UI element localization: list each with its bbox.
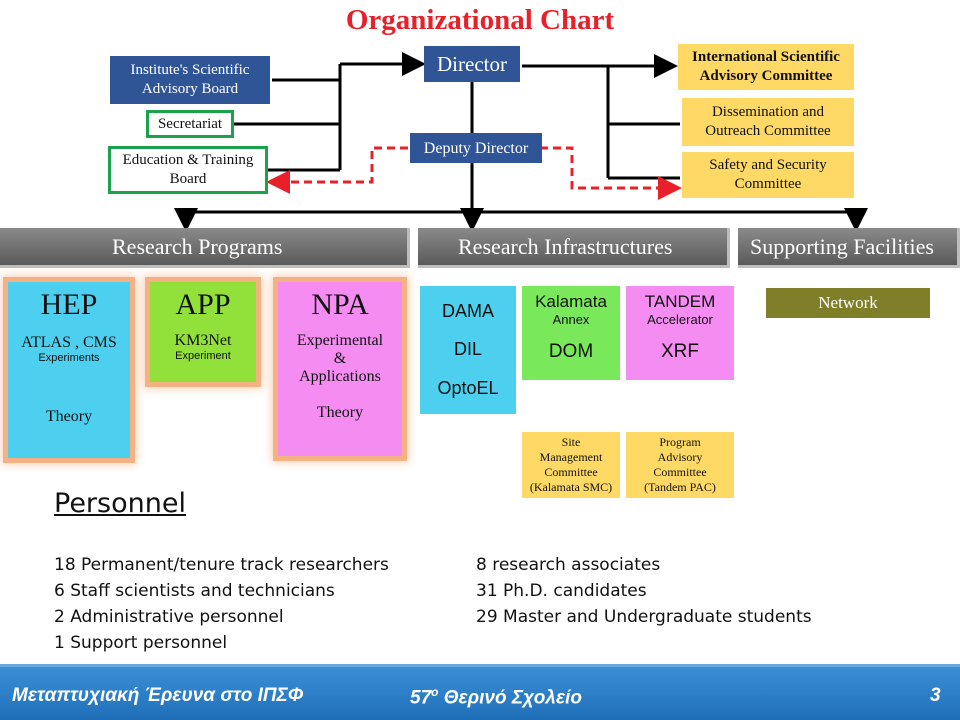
infra-xrf: XRF (661, 341, 699, 362)
program-app-name: APP (175, 288, 231, 321)
infra-dama: DAMA (441, 300, 494, 321)
page-number: 3 (930, 685, 941, 706)
program-npa-line2: & (333, 350, 347, 367)
safety-line-2: Committee (734, 176, 802, 192)
personnel-item: 6 Staff scientists and technicians (54, 581, 335, 601)
pac-line-4: (Tandem PAC) (644, 480, 716, 494)
smc-line-4: (Kalamata SMC) (529, 480, 613, 494)
program-npa-line4: Theory (316, 404, 364, 421)
education-board-line-1: Education & Training (122, 152, 254, 168)
director-box: Director (424, 46, 520, 82)
intl-committee-box: International Scientific Advisory Commit… (678, 44, 854, 90)
infra-kalamata: Kalamata Annex DOM (522, 286, 620, 380)
smc-line-1: Site (561, 435, 581, 449)
infra-tandem: TANDEM Accelerator XRF (626, 286, 734, 380)
personnel-item: 18 Permanent/tenure track researchers (54, 555, 389, 575)
program-advisory-committee: Program Advisory Committee (Tandem PAC) (626, 432, 734, 498)
dissemination-line-2: Outreach Committee (705, 123, 831, 139)
program-app-line2: Experiment (175, 350, 231, 362)
footer-center-num: 57 (410, 687, 432, 709)
program-npa-name: NPA (311, 288, 369, 321)
infra-tandem-sub: Accelerator (647, 312, 713, 327)
personnel-list-right: 8 research associates 31 Ph.D. candidate… (476, 552, 812, 630)
program-hep-name: HEP (40, 288, 98, 321)
education-board-line-2: Board (169, 171, 207, 187)
footer-center-text: 57ο Θερινό Σχολείο (410, 685, 582, 709)
infra-kalamata-title: Kalamata (535, 292, 607, 311)
chart-title: Organizational Chart (345, 4, 615, 36)
program-npa: NPA Experimental & Applications Theory (278, 282, 402, 456)
network-box: Network (766, 288, 930, 318)
infra-dil: DIL (453, 339, 482, 360)
program-hep-line3: Theory (45, 408, 93, 425)
smc-line-3: Committee (544, 465, 598, 479)
infra-kalamata-sub: Annex (552, 312, 590, 327)
safety-line-1: Safety and Security (709, 157, 827, 173)
supporting-facilities-bar: Supporting Facilities (738, 228, 960, 268)
infra-dom: DOM (548, 341, 594, 362)
institute-board-line-2: Advisory Board (141, 81, 239, 97)
intl-committee-line-2: Advisory Committee (699, 68, 833, 84)
safety-committee-box: Safety and Security Committee (682, 152, 854, 198)
infra-dama-group: DAMA DIL OptoEL (420, 286, 516, 414)
personnel-item: 2 Administrative personnel (54, 607, 284, 627)
personnel-item: 31 Ph.D. candidates (476, 581, 647, 601)
personnel-item: 29 Master and Undergraduate students (476, 607, 812, 627)
site-management-committee: Site Management Committee (Kalamata SMC) (522, 432, 620, 498)
footer-left-text: Μεταπτυχιακή Έρευνα στο ΙΠΣΦ (12, 685, 304, 706)
education-board-box: Education & Training Board (108, 146, 268, 194)
intl-committee-line-1: International Scientific (692, 49, 840, 65)
infra-tandem-title: TANDEM (644, 292, 716, 311)
pac-line-3: Committee (653, 465, 707, 479)
program-hep-line2: Experiments (38, 352, 100, 364)
secretariat-box: Secretariat (146, 110, 234, 138)
program-npa-line3: Applications (299, 368, 381, 385)
program-npa-line1: Experimental (296, 332, 384, 349)
footer-center-rest: Θερινό Σχολείο (438, 687, 582, 709)
dissemination-committee-box: Dissemination and Outreach Committee (682, 98, 854, 146)
personnel-list-left: 18 Permanent/tenure track researchers 6 … (54, 552, 389, 656)
research-programs-bar: Research Programs (0, 228, 410, 268)
institute-board-box: Institute's Scientific Advisory Board (110, 56, 270, 104)
program-hep-line1: ATLAS , CMS (21, 334, 117, 351)
personnel-heading: Personnel (54, 488, 186, 519)
pac-line-1: Program (659, 435, 701, 449)
personnel-item: 1 Support personnel (54, 633, 228, 653)
smc-line-2: Management (539, 450, 603, 464)
deputy-director-box: Deputy Director (410, 133, 542, 163)
infra-optoel: OptoEL (437, 378, 499, 399)
dissemination-line-1: Dissemination and (711, 104, 825, 120)
program-app: APP KM3Net Experiment (150, 282, 256, 382)
research-infrastructures-bar: Research Infrastructures (418, 228, 730, 268)
personnel-item: 8 research associates (476, 555, 661, 575)
slide-footer: Μεταπτυχιακή Έρευνα στο ΙΠΣΦ 57ο Θερινό … (0, 664, 960, 720)
institute-board-line-1: Institute's Scientific (130, 62, 250, 78)
program-hep: HEP ATLAS , CMS Experiments Theory (8, 282, 130, 458)
footer-center-sup: ο (431, 685, 439, 699)
program-app-line1: KM3Net (174, 332, 232, 349)
pac-line-2: Advisory (657, 450, 703, 464)
